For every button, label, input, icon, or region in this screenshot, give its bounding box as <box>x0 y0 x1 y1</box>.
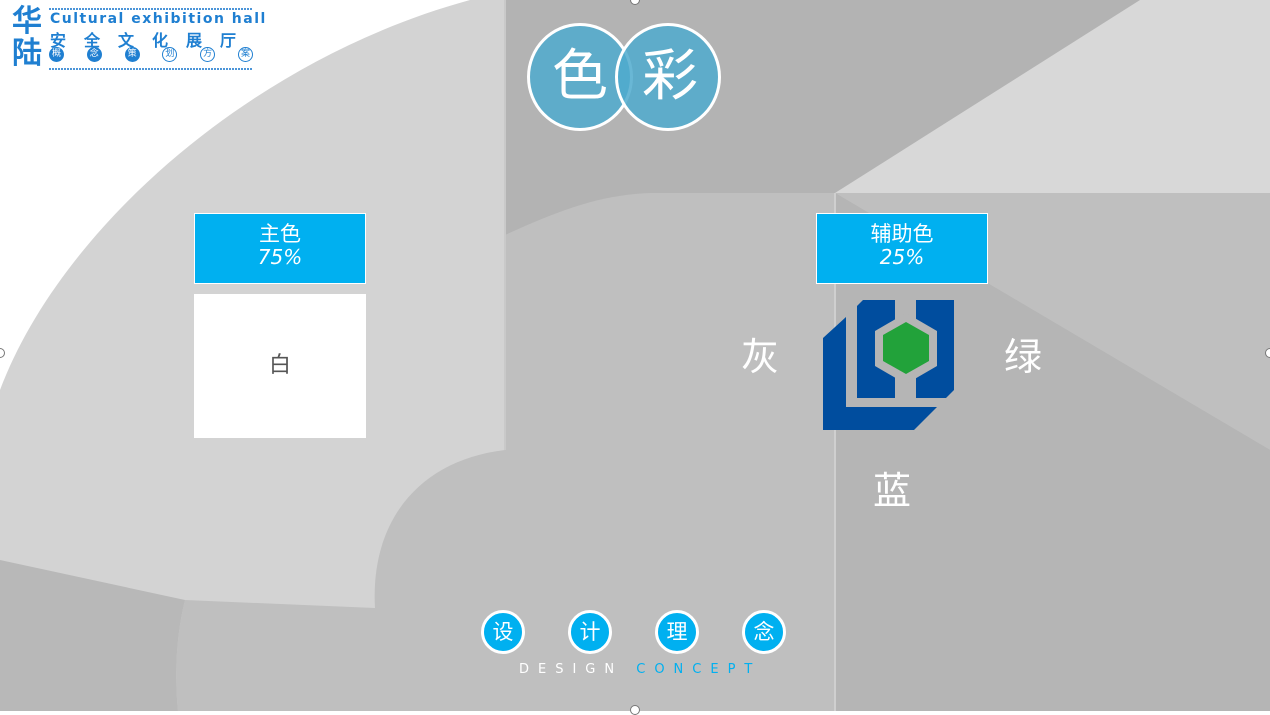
logo-sub-char: 方 <box>200 47 216 62</box>
title-left-char: 色 <box>552 44 608 109</box>
footer-circle: 念 <box>742 610 786 654</box>
title-right-char: 彩 <box>642 44 698 109</box>
primary-color-swatch: 白 <box>194 294 366 438</box>
logo-chinese-title: 安全文化展厅 <box>50 27 260 51</box>
logo-subtitle: 概 念 策 划 方 案 <box>49 47 253 62</box>
logo-sub-char: 念 <box>86 47 102 62</box>
primary-percent: 75% <box>257 245 303 269</box>
resize-handle-right[interactable] <box>1265 348 1270 358</box>
logo-sub-char: 案 <box>237 47 253 62</box>
logo-dotted-line <box>49 68 252 70</box>
primary-color-label: 主色 75% <box>194 213 366 284</box>
logo-english-title: Cultural exhibition hall <box>50 11 267 27</box>
color-blue-label: 蓝 <box>873 469 912 513</box>
logo-dotted-line <box>49 8 252 10</box>
footer-circle: 计 <box>568 610 612 654</box>
title-circle-right <box>615 23 721 131</box>
logo-sub-char: 划 <box>162 47 178 62</box>
logo-sub-char: 策 <box>124 47 140 62</box>
primary-label-text: 主色 <box>259 222 301 246</box>
logo-sub-char: 概 <box>49 47 64 62</box>
resize-handle-bottom[interactable] <box>630 705 640 715</box>
primary-color-name: 白 <box>268 353 291 378</box>
color-green-label: 绿 <box>1004 335 1043 379</box>
footer-circle: 设 <box>481 610 525 654</box>
color-gray-label: 灰 <box>741 335 780 379</box>
secondary-color-label: 辅助色 25% <box>816 213 988 284</box>
brand-logo-mark: 华陆 <box>12 4 42 71</box>
tagline-design: DESIGN <box>519 662 624 677</box>
footer-circle: 理 <box>655 610 699 654</box>
design-concept-tagline: DESIGN CONCEPT <box>519 662 761 677</box>
tagline-concept: CONCEPT <box>636 662 762 677</box>
secondary-percent: 25% <box>879 245 925 269</box>
logo-chinese-text: 安全文化展厅 <box>50 31 255 50</box>
secondary-label-text: 辅助色 <box>870 222 934 246</box>
